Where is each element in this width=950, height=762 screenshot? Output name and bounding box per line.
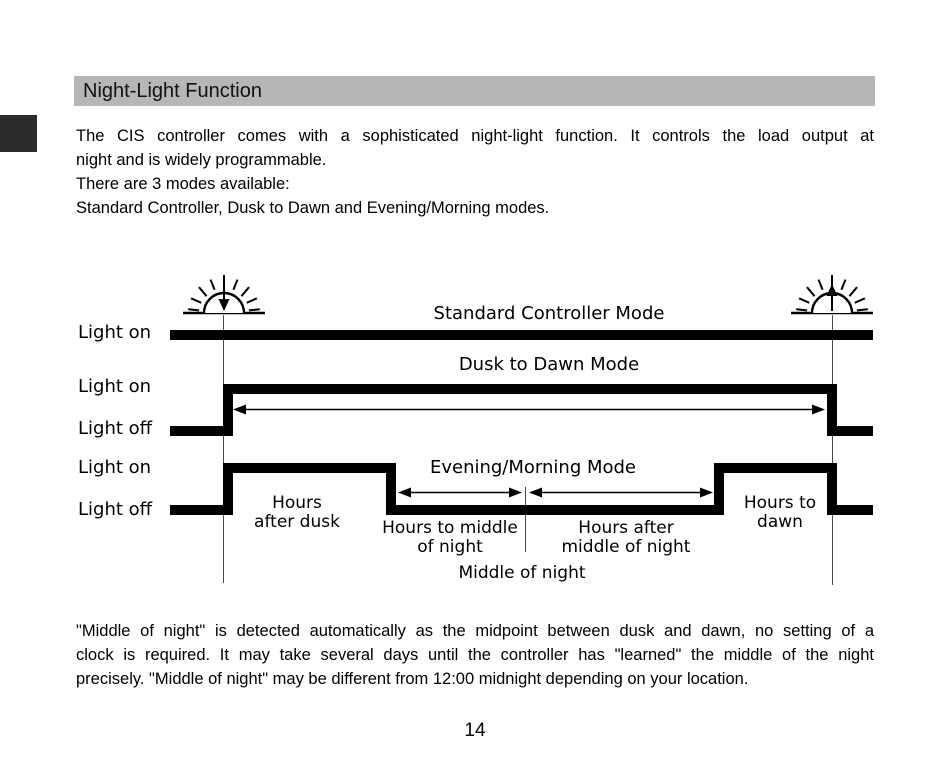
standard-mode-waveform (170, 330, 873, 340)
hours-after-dusk-annotation: Hours after dusk (254, 493, 340, 532)
intro-paragraph: The CIS controller comes with a sophisti… (76, 124, 874, 220)
light-on-label: Light on (78, 457, 152, 478)
footer-note-line: precisely. "Middle of night" may be diff… (76, 670, 749, 688)
hours-to-dawn-annotation: Hours to dawn (743, 493, 817, 532)
middle-of-night-line (525, 487, 526, 552)
intro-line: Standard Controller, Dusk to Dawn and Ev… (76, 199, 550, 217)
page-edge-tab (0, 115, 37, 152)
page-number: 14 (464, 720, 486, 741)
dawn-reference-line (832, 315, 833, 585)
light-off-label: Light off (78, 499, 153, 520)
sunset-icon (181, 271, 267, 317)
light-on-label: Light on (78, 376, 152, 397)
evening-morning-mode-title: Evening/Morning Mode (429, 457, 637, 478)
intro-line: The CIS controller comes with a sophisti… (76, 127, 874, 145)
standard-mode-title: Standard Controller Mode (433, 303, 665, 324)
light-on-label: Light on (78, 322, 152, 343)
dusk-to-dawn-span-arrow (233, 403, 825, 416)
middle-of-night-annotation: Middle of night (458, 563, 586, 583)
footer-note: "Middle of night" is detected automatica… (76, 619, 874, 691)
hours-to-middle-span-arrow (398, 486, 522, 499)
light-off-label: Light off (78, 418, 153, 439)
footer-note-line: clock is required. It may take several d… (76, 646, 874, 664)
page-title: Night-Light Function (74, 76, 875, 106)
hours-to-middle-annotation: Hours to middle of night (382, 518, 518, 557)
dusk-to-dawn-mode-title: Dusk to Dawn Mode (458, 354, 640, 375)
hours-after-middle-span-arrow (529, 486, 713, 499)
hours-after-middle-annotation: Hours after middle of night (561, 518, 691, 557)
sunrise-icon (789, 271, 875, 317)
dusk-reference-line (223, 315, 224, 583)
intro-line: night and is widely programmable. (76, 151, 327, 169)
footer-note-line: "Middle of night" is detected automatica… (76, 622, 874, 640)
intro-line: There are 3 modes available: (76, 175, 290, 193)
